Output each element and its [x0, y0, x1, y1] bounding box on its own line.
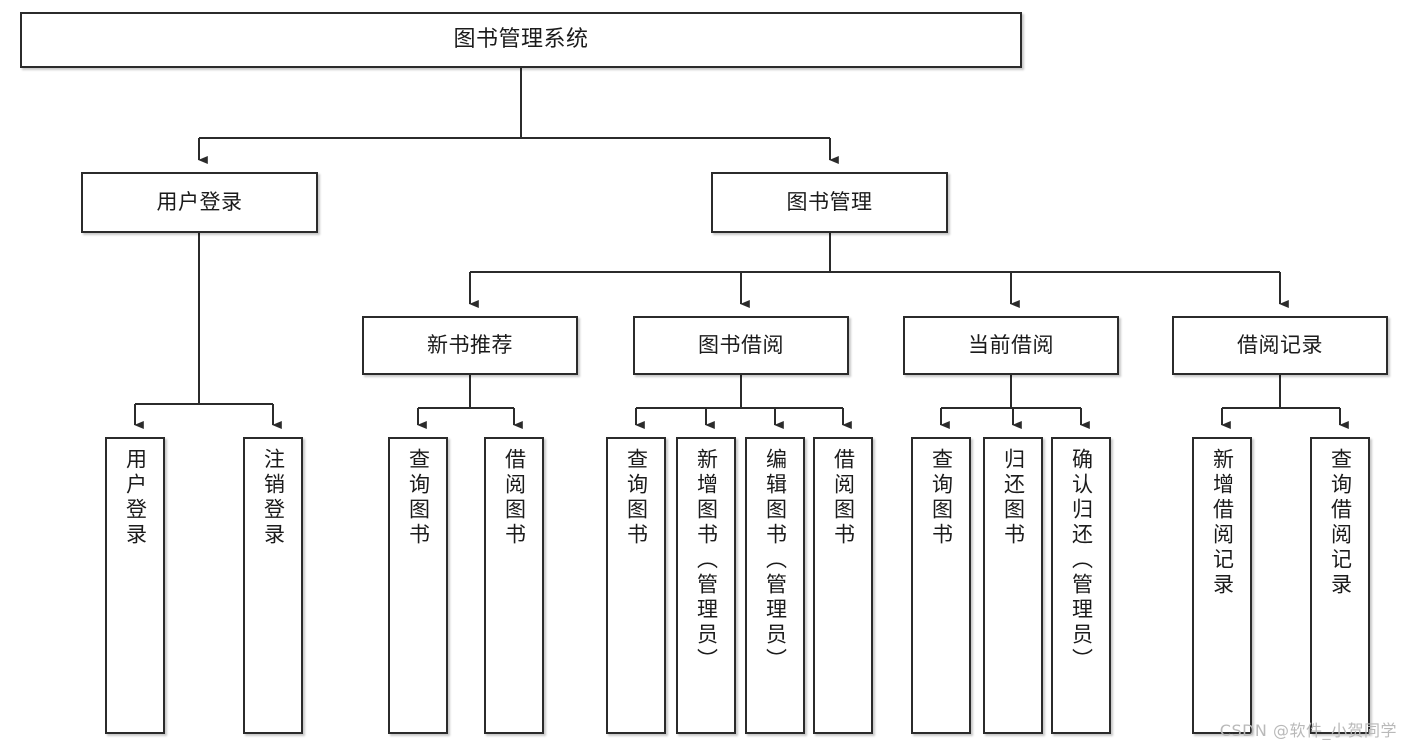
node-book-borrow[interactable]: 图书借阅 [633, 316, 849, 375]
node-leaf-user-login[interactable]: 用户登录 [105, 437, 165, 734]
node-new-book-rec-label: 新书推荐 [427, 333, 513, 358]
node-leaf-query-record[interactable]: 查询借阅记录 [1310, 437, 1370, 734]
node-leaf-add-record-label: 新增借阅记录 [1210, 448, 1235, 598]
node-root[interactable]: 图书管理系统 [20, 12, 1022, 68]
node-leaf-query-book-2-label: 查询图书 [624, 448, 649, 548]
node-leaf-query-book-3-label: 查询图书 [929, 448, 954, 548]
node-leaf-borrow-book-1-label: 借阅图书 [502, 448, 527, 548]
node-leaf-borrow-book-2-label: 借阅图书 [831, 448, 856, 548]
node-leaf-confirm-return[interactable]: 确认归还（管理员） [1051, 437, 1111, 734]
node-leaf-query-book-2[interactable]: 查询图书 [606, 437, 666, 734]
node-leaf-add-book-label: 新增图书（管理员） [694, 448, 719, 673]
node-borrow-record[interactable]: 借阅记录 [1172, 316, 1388, 375]
node-new-book-rec[interactable]: 新书推荐 [362, 316, 578, 375]
node-current-borrow-label: 当前借阅 [968, 333, 1054, 358]
node-leaf-return-book[interactable]: 归还图书 [983, 437, 1043, 734]
node-leaf-user-login-label: 用户登录 [123, 448, 148, 548]
node-leaf-borrow-book-2[interactable]: 借阅图书 [813, 437, 873, 734]
node-leaf-return-book-label: 归还图书 [1001, 448, 1026, 548]
node-leaf-edit-book[interactable]: 编辑图书（管理员） [745, 437, 805, 734]
node-leaf-add-record[interactable]: 新增借阅记录 [1192, 437, 1252, 734]
node-book-manage-label: 图书管理 [786, 190, 873, 215]
csdn-watermark: CSDN @软件_小贺同学 [1219, 721, 1397, 740]
node-current-borrow[interactable]: 当前借阅 [903, 316, 1119, 375]
node-leaf-query-book-1[interactable]: 查询图书 [388, 437, 448, 734]
node-leaf-logout-label: 注销登录 [261, 448, 286, 548]
node-borrow-record-label: 借阅记录 [1237, 333, 1323, 358]
node-leaf-query-book-1-label: 查询图书 [406, 448, 431, 548]
node-root-label: 图书管理系统 [453, 27, 589, 53]
node-user-login[interactable]: 用户登录 [81, 172, 318, 233]
node-leaf-logout[interactable]: 注销登录 [243, 437, 303, 734]
node-leaf-confirm-return-label: 确认归还（管理员） [1069, 448, 1094, 673]
node-book-borrow-label: 图书借阅 [698, 333, 784, 358]
node-leaf-edit-book-label: 编辑图书（管理员） [763, 448, 788, 673]
node-leaf-borrow-book-1[interactable]: 借阅图书 [484, 437, 544, 734]
node-leaf-query-record-label: 查询借阅记录 [1328, 448, 1353, 598]
node-leaf-query-book-3[interactable]: 查询图书 [911, 437, 971, 734]
node-book-manage[interactable]: 图书管理 [711, 172, 948, 233]
node-user-login-label: 用户登录 [156, 190, 243, 215]
node-leaf-add-book[interactable]: 新增图书（管理员） [676, 437, 736, 734]
